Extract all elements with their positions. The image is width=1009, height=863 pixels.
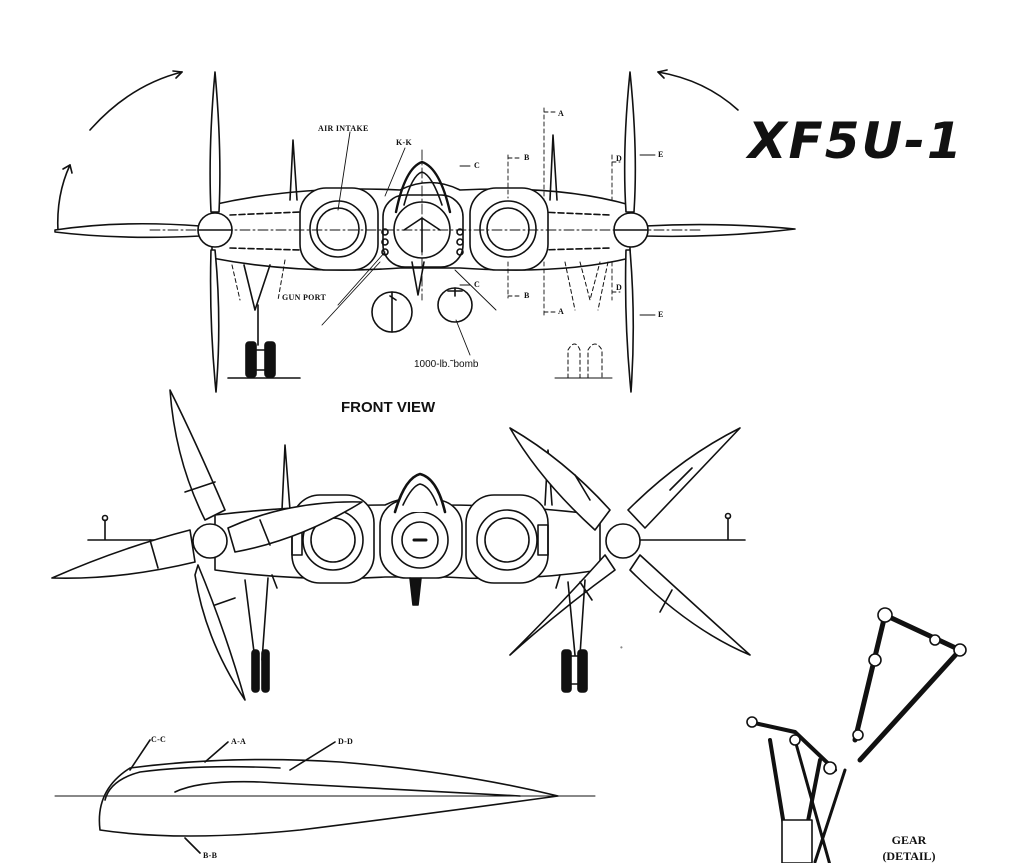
left-intake (299, 187, 379, 271)
airfoil-label-a-a: A-A (231, 737, 247, 746)
section-marker-a-top: A (558, 109, 565, 118)
rotation-arrow-right (657, 71, 739, 111)
section-marker-b-bottom: B (524, 291, 530, 300)
right-antenna (639, 517, 746, 541)
right-prop-blade-upright (627, 427, 741, 529)
aircraft-title: XF5U-1 (748, 112, 964, 170)
airfoil-outer (98, 758, 559, 837)
airfoil-label-b-b: B-B (203, 851, 218, 860)
gun-port-left (381, 228, 389, 236)
right-fin (549, 134, 558, 201)
left-spinner-rotated (192, 523, 228, 559)
gear-detail (746, 607, 967, 863)
right-intake (469, 187, 549, 271)
center-fuselage (382, 160, 464, 296)
right-prop-blade-downleft (509, 554, 616, 656)
front-view-drawing (54, 69, 796, 393)
gear-detail-sublabel: (DETAIL) (882, 849, 936, 863)
callout-air-intake: AIR INTAKE (318, 124, 369, 133)
section-marker-e-top: E (658, 150, 664, 159)
right-prop-blade-upleft (509, 427, 611, 531)
canopy (394, 160, 452, 214)
section-marker-a-bottom: A (558, 307, 565, 316)
rotation-arrow-left-lower (56, 164, 71, 233)
right-intake-rotated (465, 494, 549, 584)
section-marker-d-top: D (616, 154, 623, 163)
left-landing-gear-rotated (244, 574, 278, 693)
right-prop-blade-downright (629, 554, 751, 656)
section-marker-e-bottom: E (658, 310, 664, 319)
right-landing-gear (554, 261, 613, 379)
right-prop-blade-vertical (623, 71, 637, 393)
section-marker-c-bottom: C (474, 280, 481, 289)
left-fin (289, 139, 298, 201)
left-prop-blade-up (169, 389, 226, 521)
left-prop-blade-down (194, 564, 246, 701)
section-markers (459, 107, 656, 316)
section-marker-d-bottom: D (616, 283, 623, 292)
callout-k-k: K-K (396, 138, 413, 147)
right-spinner-rotated (605, 523, 641, 559)
center-fuselage-rotated (379, 472, 463, 606)
right-landing-gear-rotated (555, 574, 588, 693)
airfoil-d-d (174, 780, 521, 797)
airfoil-c-c (104, 765, 281, 801)
left-propeller-rotated (51, 389, 363, 701)
rotation-arrow-left (89, 71, 183, 131)
section-marker-c-top: C (474, 161, 481, 170)
left-prop-blade-vertical (209, 71, 221, 393)
section-marker-b-top: B (524, 153, 530, 162)
left-prop-blade-horizontal (54, 222, 201, 239)
callout-gun-port: GUN PORT (282, 293, 327, 302)
svg-text:•: • (620, 643, 623, 652)
left-landing-gear (227, 259, 301, 379)
gun-port-right (456, 228, 464, 236)
callout-bomb: 1000-lb.˜bomb (414, 359, 479, 370)
right-propeller-rotated (509, 427, 751, 656)
view-label: FRONT VIEW (341, 399, 436, 416)
front-view-rotated-drawing (51, 389, 751, 701)
airfoil-sections (54, 739, 596, 854)
left-prop-blade-right (227, 501, 363, 553)
left-prop-blade-left (51, 529, 196, 579)
right-prop-blade-horizontal (644, 223, 796, 238)
airfoil-label-d-d: D-D (338, 737, 354, 746)
airfoil-label-c-c: C-C (151, 735, 167, 744)
gear-detail-label: GEAR (891, 833, 927, 847)
